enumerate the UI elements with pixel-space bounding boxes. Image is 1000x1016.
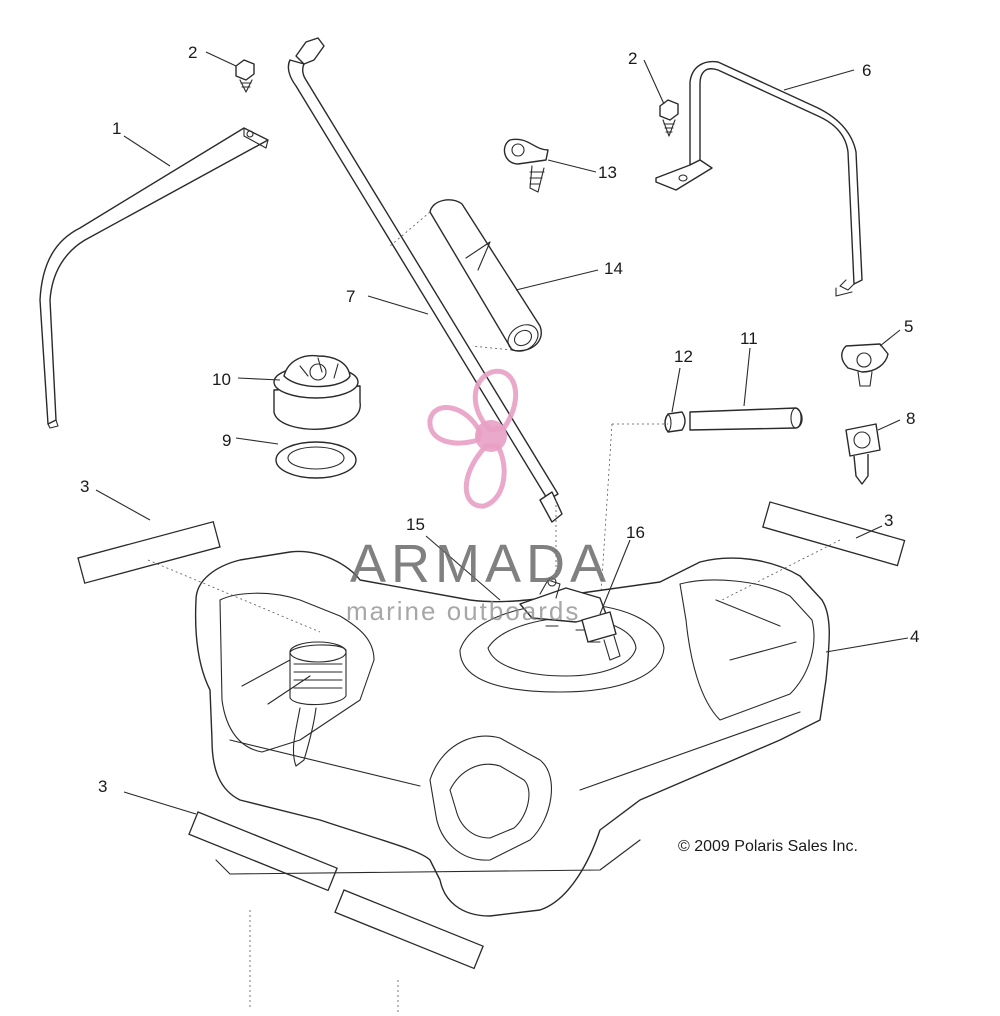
sleeve-14 [389, 199, 542, 352]
clip-8 [845, 423, 881, 485]
armada-watermark: ARMADA marine outboards [346, 368, 611, 626]
callout-3-left: 3 [80, 477, 89, 496]
fuel-fitting-16 [581, 611, 621, 661]
vent-hose-7 [287, 37, 563, 523]
watermark-title: ARMADA [350, 534, 611, 594]
callout-13: 13 [598, 163, 617, 182]
callout-11: 11 [740, 329, 758, 348]
copyright-notice: © 2009 Polaris Sales Inc. [678, 838, 858, 855]
watermark-subtitle: marine outboards [346, 596, 580, 626]
strap-right [655, 60, 863, 297]
propeller-logo [427, 368, 519, 509]
callout-7: 7 [346, 287, 355, 306]
callout-14: 14 [604, 259, 623, 278]
callout-6: 6 [862, 61, 871, 80]
callout-10: 10 [212, 370, 231, 389]
clamp-12 [664, 411, 686, 433]
hose-clip-13 [503, 138, 549, 193]
callout-1: 1 [112, 119, 121, 138]
hose-11 [689, 407, 803, 431]
callout-2-left: 2 [188, 43, 197, 62]
callout-8: 8 [906, 409, 915, 428]
callout-16: 16 [626, 523, 645, 542]
callout-2-right: 2 [628, 49, 637, 68]
clip-5 [841, 343, 889, 387]
callout-labels: 1 2 2 6 13 14 7 10 9 5 8 12 11 3 3 4 3 1… [80, 43, 919, 796]
callout-12: 12 [674, 347, 693, 366]
callout-15: 15 [406, 515, 425, 534]
leader-lines [95, 51, 909, 815]
bolt-left [235, 59, 255, 93]
pad-3-right [762, 501, 906, 567]
callout-5: 5 [904, 317, 913, 336]
callout-3-bottom: 3 [98, 777, 107, 796]
callout-3-right: 3 [884, 511, 893, 530]
bolt-right [659, 99, 679, 137]
callout-4: 4 [910, 627, 919, 646]
pad-3-bottom-b [334, 889, 484, 970]
pad-3-bottom-a [188, 811, 338, 892]
strap-left [39, 127, 269, 429]
pad-3-left [77, 520, 221, 584]
gasket-9 [275, 441, 357, 479]
fuel-cap-10 [273, 354, 361, 430]
callout-9: 9 [222, 431, 231, 450]
